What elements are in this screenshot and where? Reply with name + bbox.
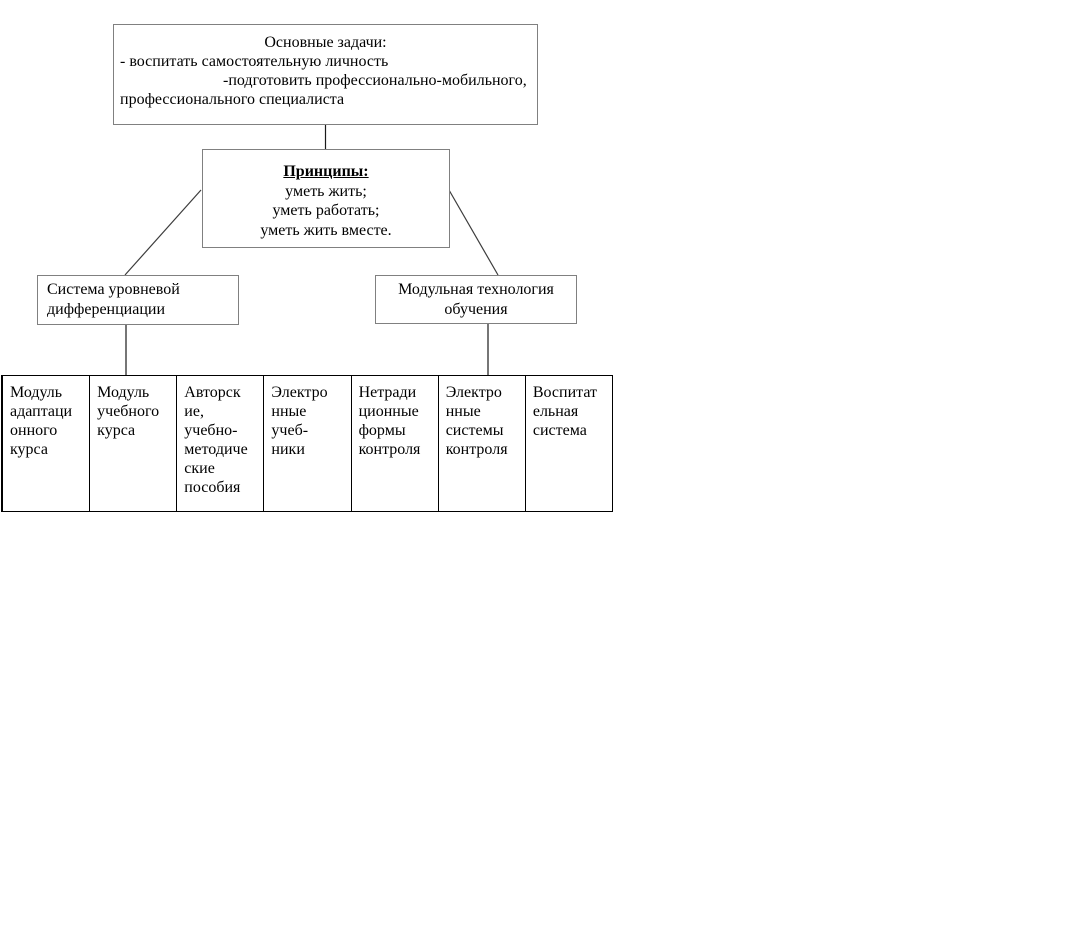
tasks-box-line: профессионального специалиста	[120, 91, 345, 108]
principles-box-line: уметь работать;	[272, 202, 380, 219]
principles-box-line: уметь жить;	[285, 182, 367, 200]
cell-educational-system: Воспитат ельная система	[532, 384, 598, 439]
tasks-box-title: Основные задачи:	[264, 34, 387, 51]
modules-row: Модуль адаптаци онного курса Модуль учеб…	[1, 375, 613, 512]
cell-electronic-control-systems: Электро нные системы контроля	[439, 376, 526, 511]
cell-author-method-manuals: Авторск ие, учебно- методиче ские пособи…	[177, 376, 265, 511]
connector-principles-to-level-diagonal	[124, 189, 202, 276]
principles-box-line: уметь жить вместе.	[260, 221, 392, 239]
module-technology-box: Модульная технология обучения	[375, 275, 577, 324]
cell-adaptation-course-module: Модуль адаптаци онного курса	[3, 376, 91, 511]
tasks-box-line: -подготовить профессионально-мобильного,	[223, 72, 527, 89]
level-differentiation-box: Система уровневой дифференциации	[37, 275, 239, 325]
tasks-box: Основные задачи: - воспитать самостоятел…	[113, 24, 538, 125]
cell-electronic-textbooks: Электро нные учеб- ники	[264, 376, 352, 511]
connector-principles-to-module-diagonal	[448, 189, 499, 276]
cell-nontraditional-control-forms: Нетради ционные формы контроля	[352, 376, 439, 511]
tasks-box-line: - воспитать самостоятельную личность	[120, 53, 389, 70]
principles-box: Принципы: уметь жить; уметь работать; ум…	[202, 149, 450, 248]
cell-study-course-module: Модуль учебного курса	[90, 376, 178, 511]
principles-box-title: Принципы:	[283, 163, 369, 180]
